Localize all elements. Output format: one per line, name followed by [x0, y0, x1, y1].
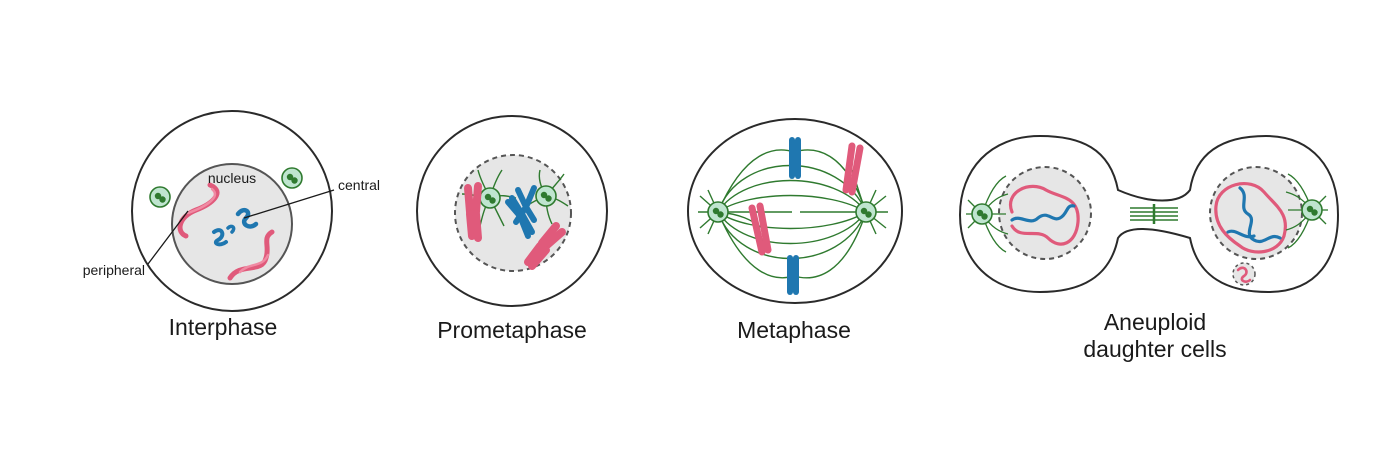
left-daughter-centrosome — [971, 203, 993, 225]
prometaphase-chromosome-pink — [464, 182, 482, 242]
stage-label-prometaphase: Prometaphase — [437, 317, 587, 343]
interphase-centrosome-right — [281, 167, 303, 189]
micronucleus-chromatin — [1236, 266, 1252, 283]
right-daughter-chromatin-blue — [1226, 186, 1282, 243]
stage-label-metaphase: Metaphase — [737, 317, 851, 343]
metaphase-chromosome-pink-right — [842, 142, 864, 196]
interphase-nucleus — [171, 163, 293, 285]
central-callout-line — [243, 189, 335, 219]
interphase-chromatin-peripheral — [238, 253, 270, 274]
prometaphase-centrosome-left — [479, 187, 501, 209]
central-label: central — [338, 177, 380, 193]
prometaphase-panel: Prometaphase — [416, 115, 608, 343]
left-daughter-chromatin-blue — [1010, 204, 1076, 223]
right-daughter-centrosome — [1301, 199, 1323, 221]
metaphase-centrosome-right — [855, 201, 877, 223]
prometaphase-chromosome-blue — [513, 185, 537, 225]
nucleus-label: nucleus — [208, 170, 256, 186]
prometaphase-chromosome-pink — [524, 222, 566, 270]
peripheral-callout-line — [147, 210, 189, 265]
daughter-cells-panel: Aneuploid daughter cells — [958, 134, 1340, 362]
prometaphase-centrosome-right — [535, 185, 557, 207]
left-daughter-chromatin-pink — [1008, 184, 1080, 246]
right-daughter-chromatin-pink — [1214, 182, 1287, 254]
midbody-fibers — [1130, 204, 1178, 224]
stage-label-daughter-cells: daughter cells — [1083, 336, 1226, 362]
prometaphase-chromosome-blue — [505, 195, 535, 239]
metaphase-panel: Metaphase — [687, 118, 903, 343]
stage-label-interphase: Interphase — [169, 314, 278, 340]
metaphase-chromosome-pink-left — [748, 202, 772, 256]
metaphase-chromosome-blue-top — [789, 137, 801, 179]
peripheral-label: peripheral — [83, 262, 145, 278]
metaphase-chromosome-blue-bottom — [787, 255, 799, 295]
metaphase-centrosome-left — [707, 201, 729, 223]
stage-label-aneuploid: Aneuploid — [1104, 309, 1206, 335]
interphase-chromatin-central — [212, 228, 228, 247]
interphase-panel: nucleus central peripheral Interphase — [83, 110, 380, 340]
interphase-centrosome-left — [149, 186, 171, 208]
interphase-chromatin-peripheral — [186, 187, 217, 215]
right-daughter-nucleus — [1209, 166, 1303, 260]
interphase-chromatin-central — [226, 224, 236, 234]
